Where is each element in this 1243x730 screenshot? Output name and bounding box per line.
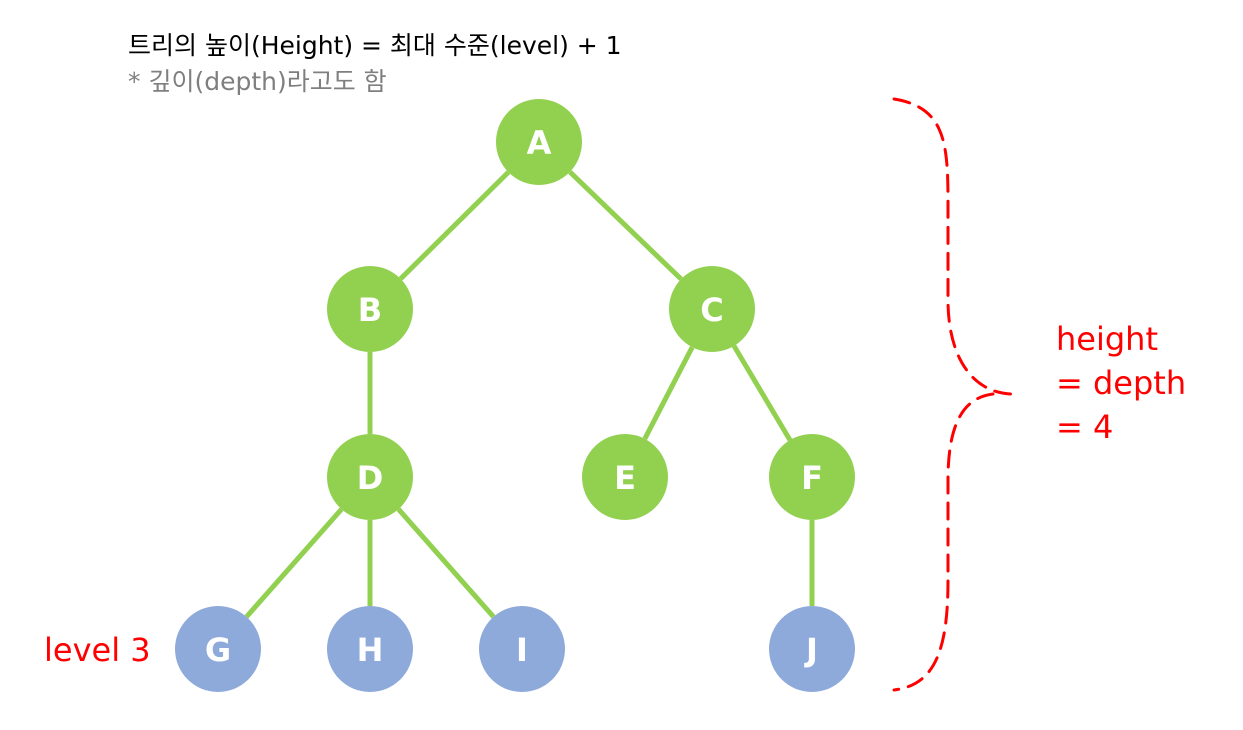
node-circle [327,266,413,352]
node-label: H [357,631,384,669]
node-e: E [582,434,668,520]
node-label: C [700,291,723,329]
node-label: I [516,631,528,669]
node-circle [582,434,668,520]
node-b: B [327,266,413,352]
height-label-line2: = depth [1056,364,1186,402]
node-c: C [669,266,755,352]
diagram-note: * 깊이(depth)라고도 함 [128,67,387,96]
node-label: F [801,459,823,497]
node-circle [769,434,855,520]
diagram-title: 트리의 높이(Height) = 최대 수준(level) + 1 [128,31,622,60]
node-circle [327,606,413,692]
node-label: A [527,124,552,162]
node-g: G [175,606,261,692]
node-f: F [769,434,855,520]
node-circle [479,606,565,692]
node-a: A [496,99,582,185]
node-label: G [205,631,231,669]
node-d: D [327,434,413,520]
height-brace [892,97,1017,692]
node-circle [175,606,261,692]
edge-a-c [568,170,683,281]
node-label: B [358,291,382,329]
node-circle [669,266,755,352]
edge-c-e [642,346,695,440]
edge-d-i [396,507,496,619]
height-label-line1: height [1056,320,1158,358]
node-label: E [614,459,636,497]
node-label: J [804,631,818,669]
node-h: H [327,606,413,692]
node-i: I [479,606,565,692]
node-label: D [357,459,384,497]
node-circle [769,606,855,692]
height-label-line3: = 4 [1056,408,1113,446]
edge-c-f [731,344,793,442]
level-label: level 3 [44,631,151,669]
node-j: J [769,606,855,692]
edge-d-g [244,507,344,619]
edge-a-b [398,170,511,281]
node-circle [496,99,582,185]
tree-nodes: A B C D E F G H I J [175,99,855,692]
tree-edges [244,170,815,619]
node-circle [327,434,413,520]
